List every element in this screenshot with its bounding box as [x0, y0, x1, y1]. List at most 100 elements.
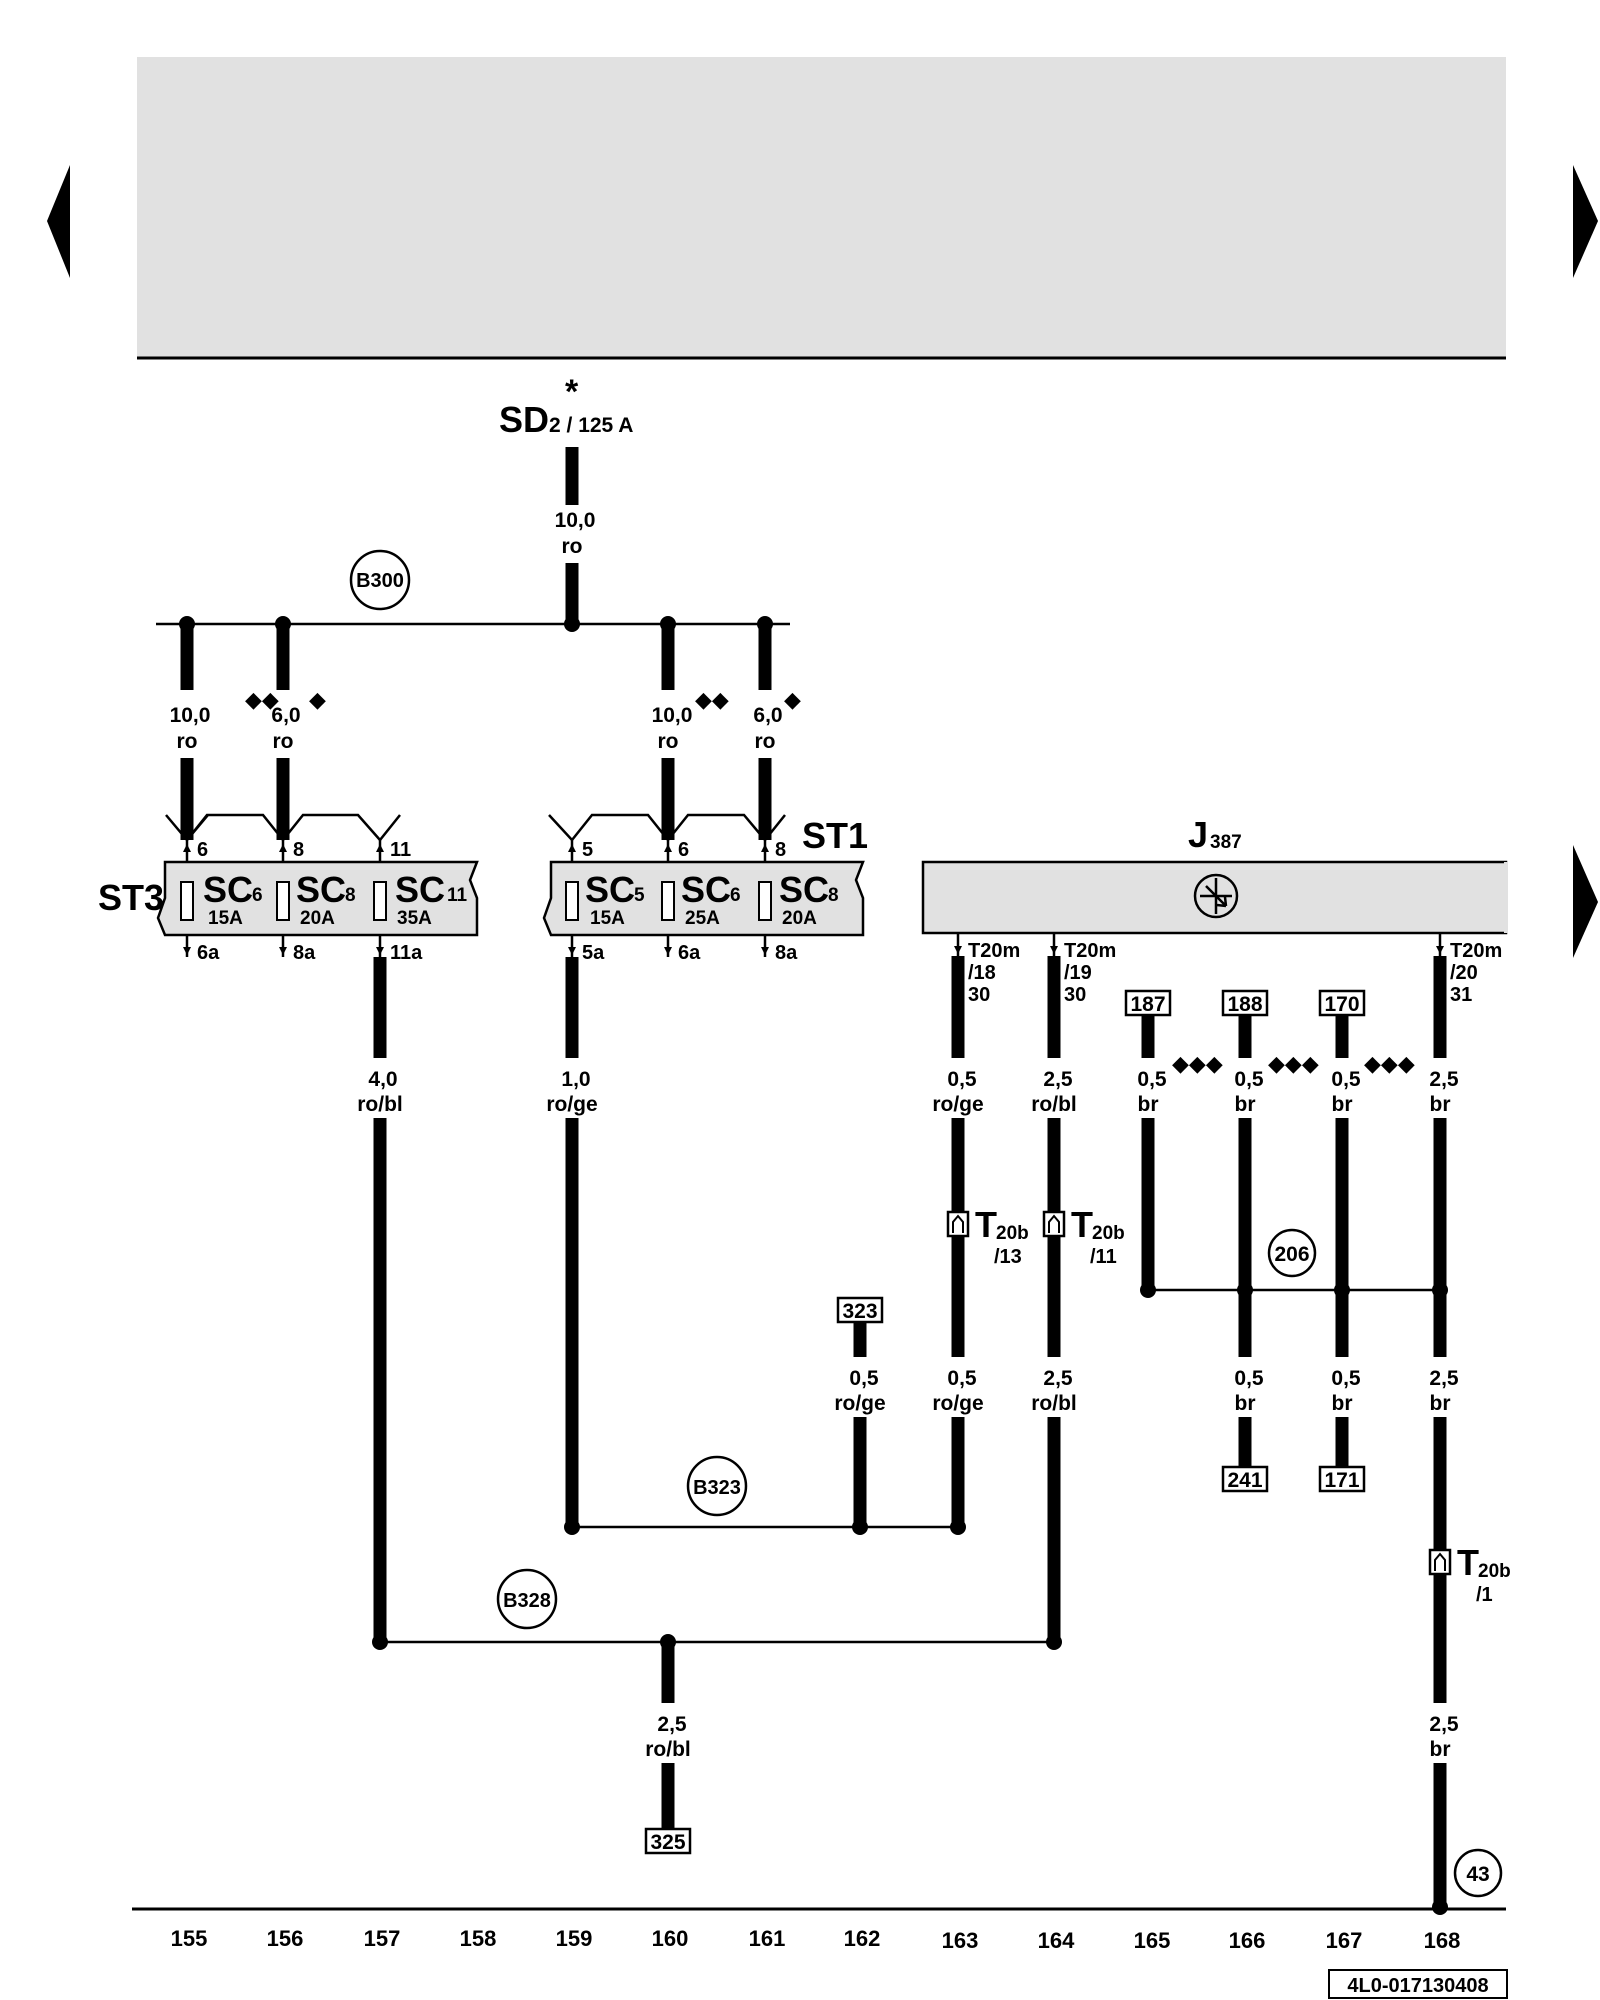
- c163-sub: 20b: [996, 1223, 1029, 1244]
- ref-241: 241: [1227, 1469, 1262, 1492]
- wire-size: 10,0: [652, 704, 693, 727]
- ref-323-box[interactable]: [836, 1296, 884, 1324]
- column-number: 161: [749, 1926, 786, 1951]
- st1-pin-out-2: 6a: [678, 942, 701, 964]
- module-num: 387: [1210, 832, 1242, 853]
- module-pin-3-pin: /20: [1450, 962, 1478, 984]
- wire-size: 1,0: [561, 1068, 590, 1091]
- fuse-sc6b-num: 6: [730, 885, 741, 906]
- fuse-sc6-num: 6: [252, 885, 263, 906]
- junction-dot: [1237, 1282, 1253, 1298]
- wire-164: 2,5 ro/bl T 20b /11 2,5 ro/bl: [1031, 956, 1125, 1645]
- st3-label: ST3: [98, 877, 164, 918]
- junction-dot: [1432, 1899, 1448, 1915]
- ref-241-box[interactable]: [1221, 1465, 1269, 1493]
- column-number: 164: [1038, 1928, 1075, 1953]
- st3-pin-in-1: 6: [197, 839, 208, 861]
- junction-dot: [1334, 1282, 1350, 1298]
- wire-size: 2,5: [1429, 1367, 1459, 1390]
- wire-color: ro/ge: [834, 1392, 885, 1415]
- wire-marks: ◆◆: [245, 687, 279, 712]
- wire-159: 1,0 ro/ge: [546, 957, 598, 1530]
- ref-170: 170: [1324, 993, 1359, 1016]
- nav-next-arrow-top[interactable]: [1573, 165, 1598, 278]
- fuse-block-st1: ST1 5 6 8 SC 5 15A SC 6 25A SC 8 20A 5a …: [542, 813, 868, 964]
- nav-next-arrow-mid[interactable]: [1573, 845, 1598, 958]
- column-number: 166: [1229, 1928, 1266, 1953]
- bus-b328-badge: [496, 1568, 558, 1630]
- ref-188: 188: [1227, 993, 1262, 1016]
- wire-size: 0,5: [1234, 1367, 1264, 1390]
- fuse-block-st3: ST3 6 8 11 SC 6 15A SC 8 20A SC 11 35A 6…: [98, 813, 479, 964]
- wire-marks: ◆◆◆: [1268, 1051, 1319, 1076]
- ref-325-box[interactable]: [644, 1827, 692, 1855]
- module-pin-1-term: 30: [968, 984, 990, 1006]
- wire-color: br: [1332, 1093, 1353, 1116]
- ref-187: 187: [1130, 993, 1165, 1016]
- bus-206-badge: [1267, 1228, 1317, 1278]
- fuse-sc5-num: 5: [634, 885, 645, 906]
- column-number: 163: [942, 1928, 979, 1953]
- wire-color: br: [1235, 1093, 1256, 1116]
- wire-color: ro: [273, 730, 294, 753]
- wire-163: 0,5 ro/ge T 20b /13 0,5 ro/ge: [932, 956, 1029, 1530]
- nav-prev-arrow[interactable]: [47, 165, 70, 278]
- junction-dot: [950, 1519, 966, 1535]
- bus-b323-badge: [686, 1455, 748, 1517]
- top-wire-155: 10,0 ◆◆ ro: [170, 624, 279, 840]
- top-wire-156: 6,0 ◆ ro: [271, 624, 326, 840]
- wire-size: 2,5: [1429, 1068, 1459, 1091]
- wire-size: 2,5: [657, 1713, 687, 1736]
- st3-pin-out-3: 11a: [390, 942, 423, 964]
- junction-dot: [564, 616, 580, 632]
- column-number: 156: [267, 1926, 304, 1951]
- supply-name: SD: [499, 399, 549, 440]
- ref-170-box[interactable]: [1318, 989, 1366, 1017]
- module-pin-2-pin: /19: [1064, 962, 1092, 984]
- st1-pin-in-1: 5: [582, 839, 593, 861]
- wire-162: 0,5 ro/ge: [834, 1322, 886, 1530]
- module-pin-2-term: 30: [1064, 984, 1086, 1006]
- wire-marks: ◆: [309, 687, 326, 712]
- wire-size: 2,5: [1043, 1068, 1073, 1091]
- column-number: 168: [1424, 1928, 1461, 1953]
- doc-ref: 4L0-017130408: [1328, 1969, 1508, 1999]
- column-number: 165: [1134, 1928, 1171, 1953]
- junction-dot: [1432, 1282, 1448, 1298]
- fuse-sc8-num: 8: [345, 885, 356, 906]
- wire-color: br: [1235, 1392, 1256, 1415]
- wire-color: ro: [755, 730, 776, 753]
- ground-43-label: 43: [1466, 1863, 1489, 1886]
- wire-marks: ◆: [784, 687, 801, 712]
- wire-color: br: [1138, 1093, 1159, 1116]
- wire-color: ro/ge: [932, 1392, 983, 1415]
- junction-dot: [564, 1519, 580, 1535]
- supply-star: *: [565, 373, 579, 411]
- c168-sub: 20b: [1478, 1561, 1511, 1582]
- wire-color: ro/ge: [932, 1093, 983, 1116]
- st1-label: ST1: [802, 815, 868, 856]
- fuse-sc6-name: SC: [203, 869, 253, 910]
- c164-name: T: [1071, 1204, 1093, 1245]
- wire-size: 4,0: [368, 1068, 397, 1091]
- wire-color: ro/bl: [645, 1738, 691, 1761]
- bus-b300-badge: [349, 549, 411, 611]
- column-number: 157: [364, 1926, 401, 1951]
- c163-pin: /13: [994, 1246, 1022, 1268]
- header-panel: [137, 57, 1506, 357]
- wire-marks: ◆◆◆: [1172, 1051, 1223, 1076]
- column-number: 158: [460, 1926, 497, 1951]
- ref-171: 171: [1324, 1469, 1359, 1492]
- supply-wire-color: ro: [562, 535, 583, 558]
- junction-dot: [1140, 1282, 1156, 1298]
- ref-171-box[interactable]: [1318, 1465, 1366, 1493]
- wire-size: 0,5: [1234, 1068, 1264, 1091]
- column-number: 167: [1326, 1928, 1363, 1953]
- bus-b300-label: B300: [356, 570, 404, 592]
- wire-size: 2,5: [1429, 1713, 1459, 1736]
- wire-size: 2,5: [1043, 1367, 1073, 1390]
- column-number: 162: [844, 1926, 881, 1951]
- wire-165: 0,5 ◆◆◆ br: [1137, 1015, 1223, 1292]
- wire-color: ro/bl: [1031, 1093, 1077, 1116]
